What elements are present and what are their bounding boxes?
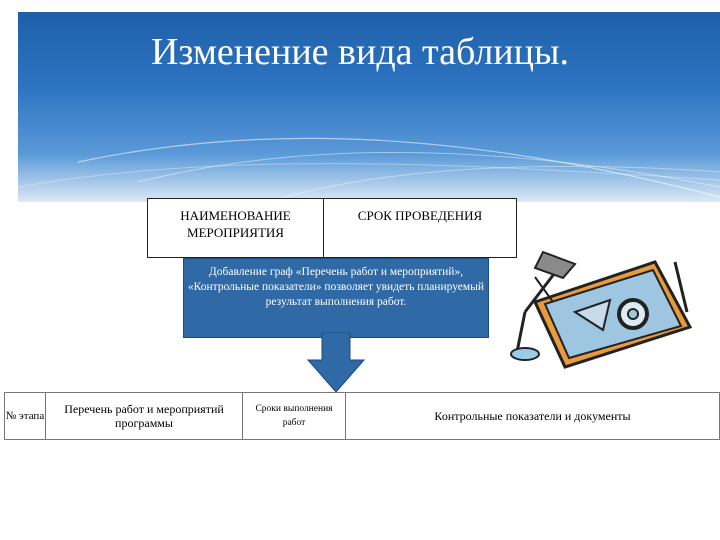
drafting-table-clipart bbox=[510, 250, 693, 369]
bottom-table-col-works: Перечень работ и мероприятий программы bbox=[46, 393, 243, 439]
top-table-col-date: СРОК ПРОВЕДЕНИЯ bbox=[357, 208, 483, 223]
bottom-table-col-indicators: Контрольные показатели и документы bbox=[346, 393, 720, 439]
callout-box: Добавление граф «Перечень работ и меропр… bbox=[183, 258, 489, 338]
down-arrow-icon bbox=[306, 332, 366, 393]
bottom-table: № этапа Перечень работ и мероприятий про… bbox=[4, 392, 720, 440]
bottom-table-col-stage: № этапа bbox=[4, 393, 46, 439]
top-table-col-name: НАИМЕНОВАНИЕ МЕРОПРИЯТИЯ bbox=[148, 199, 324, 257]
slide-title: Изменение вида таблицы. bbox=[150, 31, 570, 73]
wave-lines bbox=[18, 137, 720, 202]
header-banner bbox=[18, 12, 720, 202]
top-table: НАИМЕНОВАНИЕ МЕРОПРИЯТИЯ СРОК ПРОВЕДЕНИЯ bbox=[147, 198, 517, 258]
bottom-table-col-dates: Сроки выполнения работ bbox=[243, 393, 346, 439]
